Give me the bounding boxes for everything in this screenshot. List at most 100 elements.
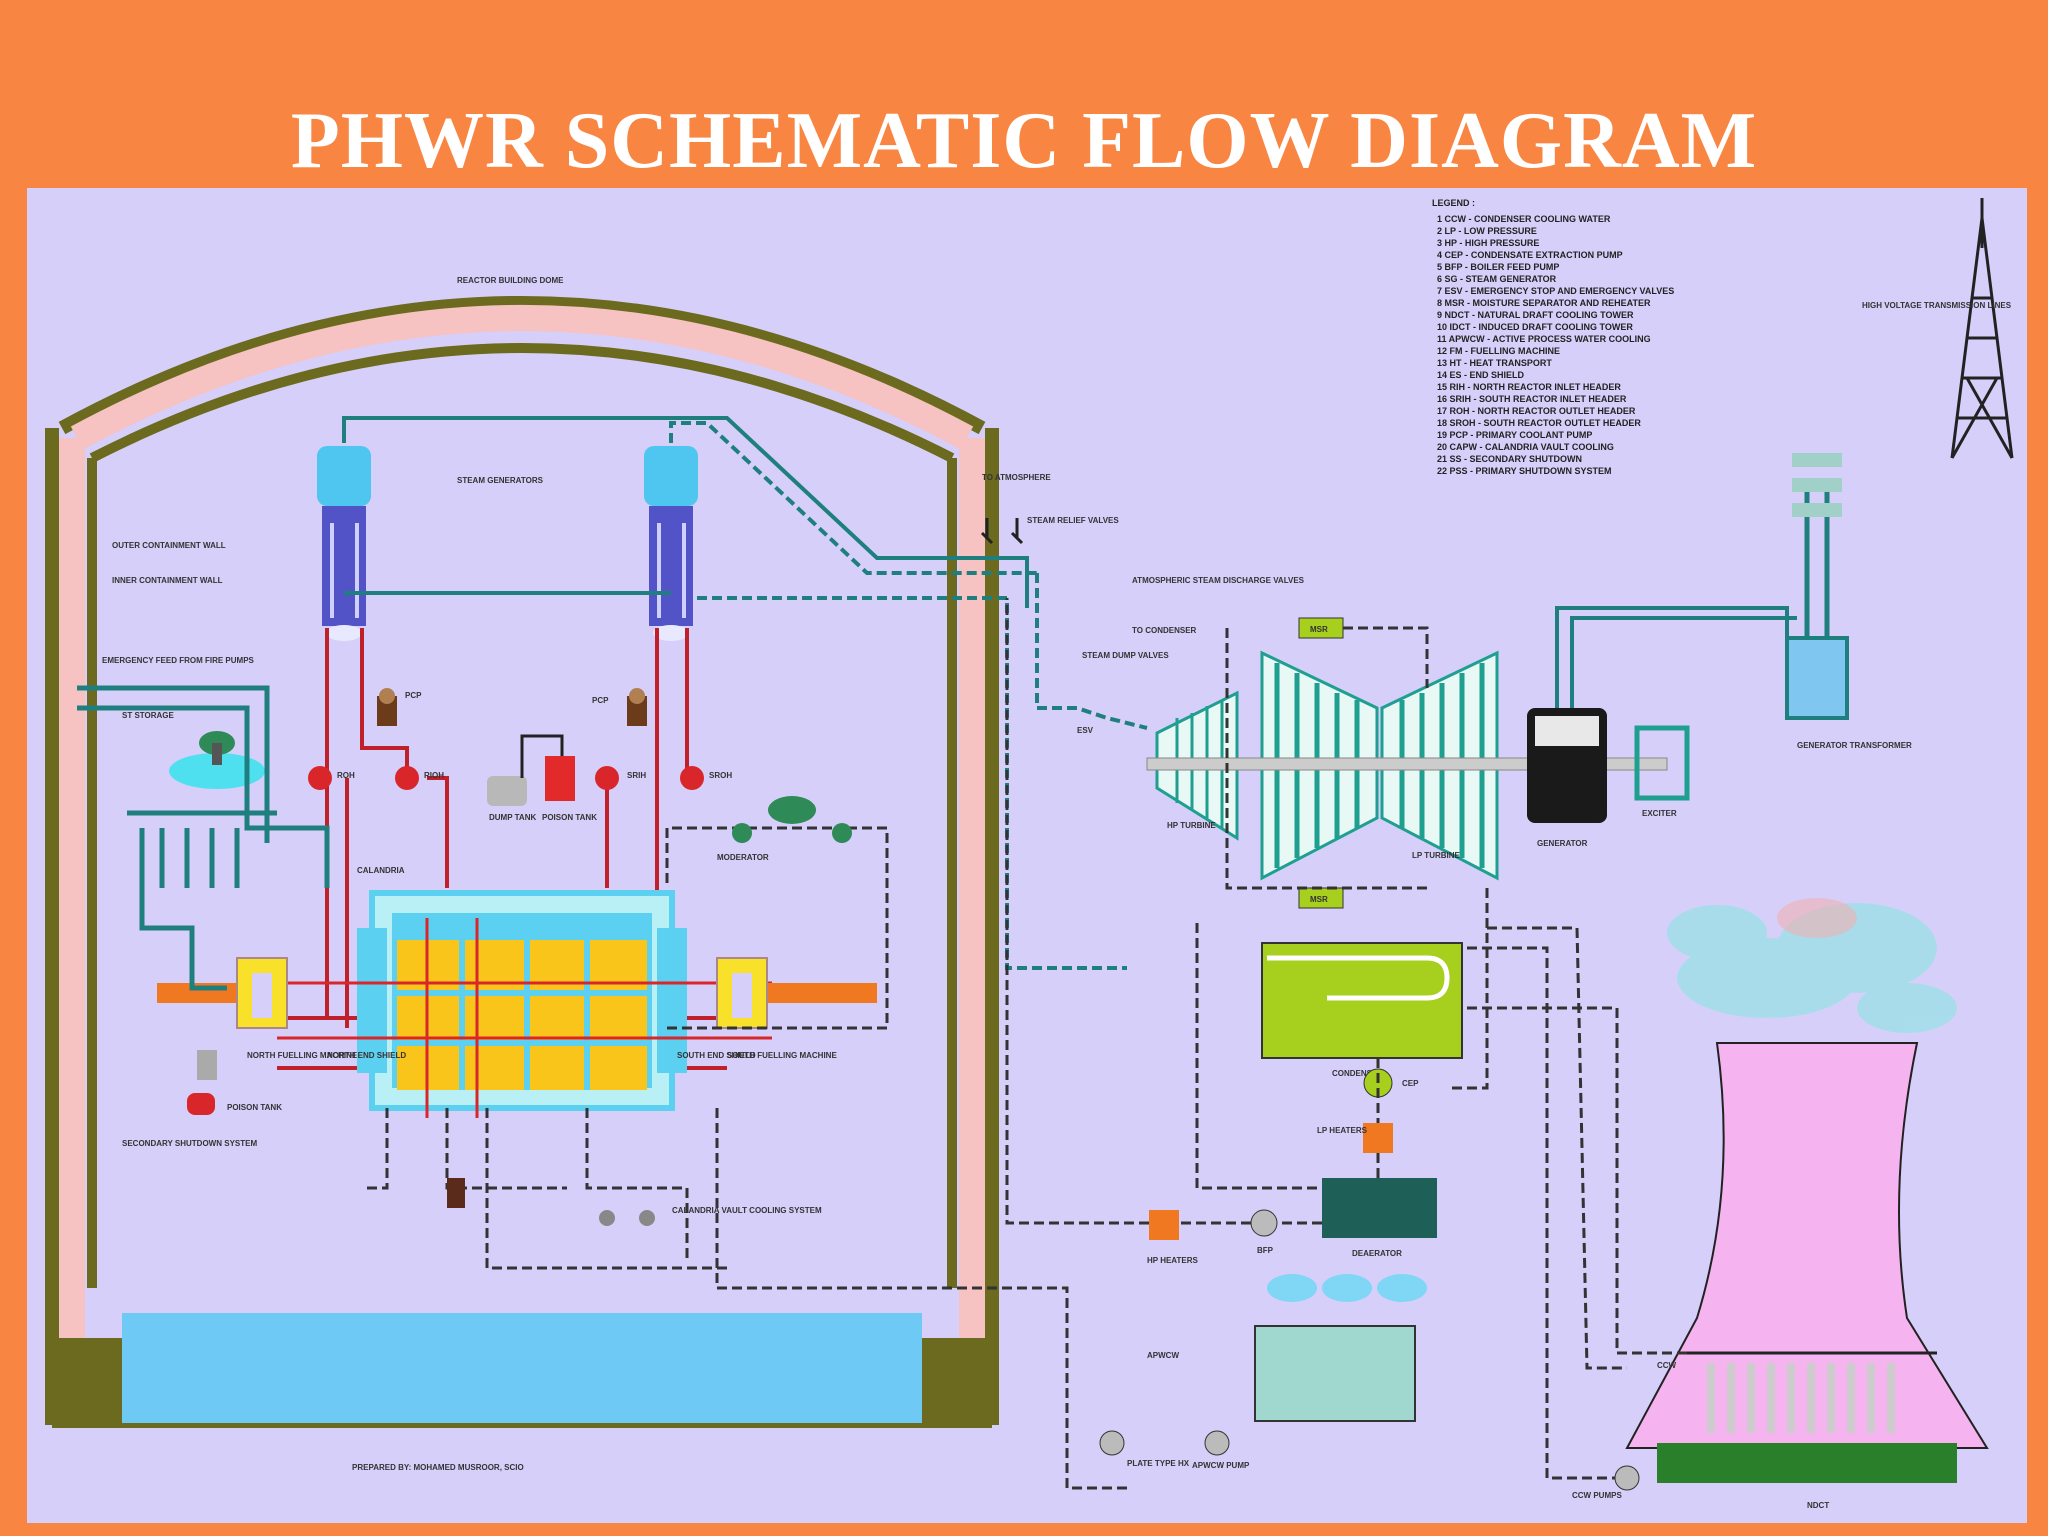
bottom-pump-1 [447, 1178, 465, 1208]
legend-item: 13 HT - HEAT TRANSPORT [1437, 358, 1552, 368]
rih-n-label: RIOH [424, 771, 444, 780]
ndct-cooling-tower [1625, 1042, 1989, 1483]
esv-label: ESV [1077, 726, 1094, 735]
legend-item: 3 HP - HIGH PRESSURE [1437, 238, 1539, 248]
north-fm [157, 957, 288, 1029]
ht-lines-label: HIGH VOLTAGE TRANSMISSION LINES [1862, 301, 2012, 310]
prepared-by-label: PREPARED BY: MOHAMED MUSROOR, SCIO [352, 1463, 524, 1472]
outer-containment-label: OUTER CONTAINMENT WALL [112, 541, 226, 550]
msr-bottom-label: MSR [1310, 895, 1328, 904]
legend-item: 9 NDCT - NATURAL DRAFT COOLING TOWER [1437, 310, 1634, 320]
secondary-shutdown-label: SECONDARY SHUTDOWN SYSTEM [122, 1139, 257, 1148]
poison-tank-small-label: POISON TANK [227, 1103, 282, 1112]
legend-item: 19 PCP - PRIMARY COOLANT PUMP [1437, 430, 1592, 440]
north-es-label: NORTH END SHIELD [327, 1051, 406, 1060]
ccw-pumps-label: CCW PUMPS [1572, 1491, 1622, 1500]
legend-item: 1 CCW - CONDENSER COOLING WATER [1437, 214, 1611, 224]
dump-tank-label: DUMP TANK [489, 813, 536, 822]
legend-item: 15 RIH - NORTH REACTOR INLET HEADER [1437, 382, 1621, 392]
generator-transformer [1555, 453, 1849, 720]
flow-diagram: REACTOR BUILDING DOME OUTER CONTAINMENT … [45, 198, 2014, 1510]
plate-hx-label: PLATE TYPE HX [1127, 1459, 1190, 1468]
legend-item: 17 ROH - NORTH REACTOR OUTLET HEADER [1437, 406, 1636, 416]
legend-item: 8 MSR - MOISTURE SEPARATOR AND REHEATER [1437, 298, 1651, 308]
pcp-right-label: PCP [592, 696, 609, 705]
apwcw-pump-label: APWCW PUMP [1192, 1461, 1250, 1470]
main-steam-lines [342, 416, 1148, 970]
legend-item: 4 CEP - CONDENSATE EXTRACTION PUMP [1437, 250, 1623, 260]
legend-heading: LEGEND : [1432, 198, 1475, 208]
calandria-cooling-label: CALANDRIA VAULT COOLING SYSTEM [672, 1206, 822, 1215]
exciter-label: EXCITER [1642, 809, 1677, 818]
rih-s-label: SRIH [627, 771, 646, 780]
roh-n-label: ROH [337, 771, 355, 780]
moderator-label: MODERATOR [717, 853, 769, 862]
legend-item: 18 SROH - SOUTH REACTOR OUTLET HEADER [1437, 418, 1641, 428]
south-fm [716, 957, 877, 1029]
deaerator-label: DEAERATOR [1352, 1249, 1402, 1258]
exciter [1634, 725, 1690, 801]
poison-tank [545, 756, 575, 801]
bottom-pump-3 [639, 1210, 655, 1226]
bfp-label: BFP [1257, 1246, 1274, 1255]
calandria-label: CALANDRIA [357, 866, 405, 875]
lp-turbine-label: LP TURBINE [1412, 851, 1461, 860]
reactor-building-label: REACTOR BUILDING DOME [457, 276, 564, 285]
steam-generator-left [317, 446, 371, 641]
to-condenser-label: TO CONDENSER [1132, 626, 1197, 635]
atm-steam-discharge-label: ATMOSPHERIC STEAM DISCHARGE VALVES [1132, 576, 1305, 585]
moderator-pump-icon [732, 823, 752, 843]
bottom-pump-2 [599, 1210, 615, 1226]
north-fm-label: NORTH FUELLING MACHINE [247, 1051, 358, 1060]
legend-item: 21 SS - SECONDARY SHUTDOWN [1437, 454, 1582, 464]
page-title: PHWR SCHEMATIC FLOW DIAGRAM [290, 97, 1758, 185]
transmission-tower [1950, 198, 2014, 459]
ccw-lines [1467, 946, 1687, 1480]
hp-heater [1149, 1210, 1179, 1240]
condenser [1261, 942, 1463, 1059]
generator-highlight [1535, 716, 1599, 746]
apwcw-vapor [1267, 1274, 1427, 1302]
legend-item: 20 CAPW - CALANDRIA VAULT COOLING [1437, 442, 1614, 452]
legend-item: 11 APWCW - ACTIVE PROCESS WATER COOLING [1437, 334, 1651, 344]
legend-item: 14 ES - END SHIELD [1437, 370, 1525, 380]
emergency-feed-lines [77, 685, 330, 991]
legend-item: 7 ESV - EMERGENCY STOP AND EMERGENCY VAL… [1437, 286, 1674, 296]
steam-generator-right [644, 446, 698, 641]
dump-tank [487, 776, 527, 806]
pcp-pump-left [377, 688, 397, 726]
steam-relief-valves [980, 518, 1024, 545]
generator-label: GENERATOR [1537, 839, 1588, 848]
transformer-label: GENERATOR TRANSFORMER [1797, 741, 1912, 750]
feedwater-lines [1005, 598, 1627, 1370]
cep-label: CEP [1402, 1079, 1419, 1088]
msr-lines [1225, 626, 1429, 890]
pcp-pump-right [627, 688, 647, 726]
apwcw-label: APWCW [1147, 1351, 1179, 1360]
legend-item: 6 SG - STEAM GENERATOR [1437, 274, 1557, 284]
ndct-basin-label: NDCT [1807, 1501, 1829, 1510]
lp-heaters-label: LP HEATERS [1317, 1126, 1368, 1135]
deaerator [1322, 1178, 1437, 1238]
lp-heater [1363, 1123, 1393, 1153]
legend-item: 16 SRIH - SOUTH REACTOR INLET HEADER [1437, 394, 1627, 404]
moderator-loop [367, 826, 1127, 1490]
hp-turbine-label: HP TURBINE [1167, 821, 1216, 830]
es-expansion-tank [768, 796, 816, 824]
es-cooling-pump-icon [832, 823, 852, 843]
steam-dump-label: STEAM DUMP VALVES [1082, 651, 1169, 660]
ccw-pump [1614, 1465, 1640, 1491]
south-es-label: SOUTH END SHIELD [677, 1051, 756, 1060]
ccw-label: CCW [1657, 1361, 1677, 1370]
hp-heaters-label: HP HEATERS [1147, 1256, 1198, 1265]
diagram-panel: REACTOR BUILDING DOME OUTER CONTAINMENT … [27, 188, 2027, 1523]
plate-hx [1099, 1430, 1125, 1456]
header-valves [308, 766, 704, 790]
apwcw-pump [1204, 1430, 1230, 1456]
roh-s-label: SROH [709, 771, 732, 780]
legend-item: 22 PSS - PRIMARY SHUTDOWN SYSTEM [1437, 466, 1612, 476]
inner-containment-label: INNER CONTAINMENT WALL [112, 576, 223, 585]
condenser-label: CONDENSER [1332, 1069, 1383, 1078]
steam-relief-label: STEAM RELIEF VALVES [1027, 516, 1119, 525]
poison-tank-label: POISON TANK [542, 813, 597, 822]
